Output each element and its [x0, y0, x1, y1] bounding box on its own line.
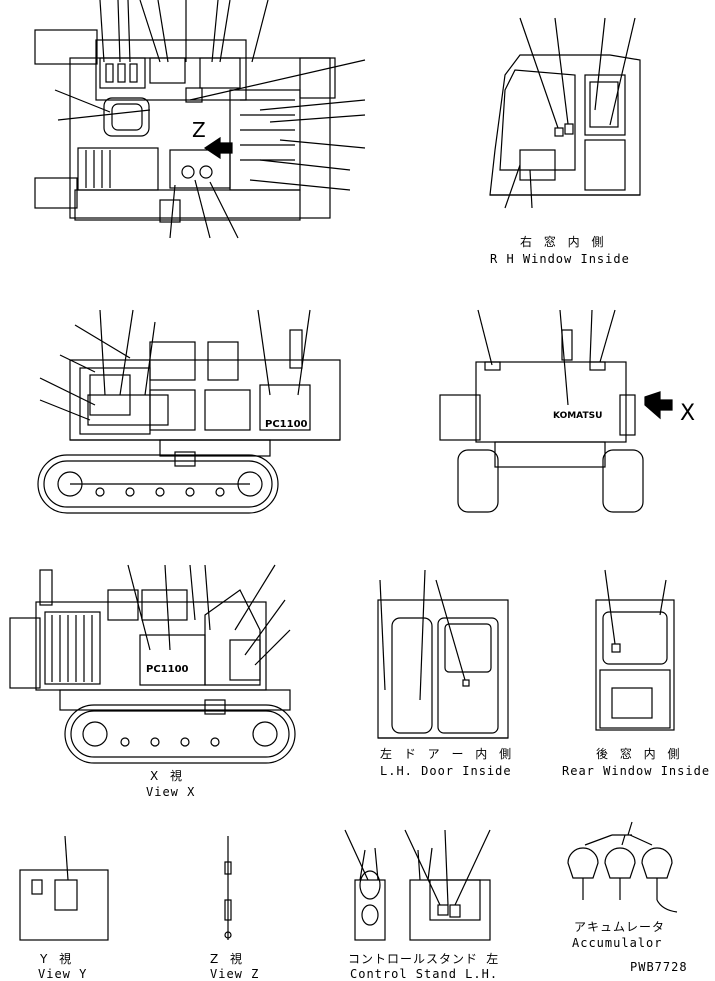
- accumulator-label-en: Accumulalor: [572, 936, 663, 950]
- rear-window-cab: [595, 569, 675, 731]
- rear-view-machine: KOMATSU: [439, 309, 673, 513]
- view-z-label-en: View Z: [210, 967, 260, 981]
- side-model-plate: PC1100: [265, 419, 308, 430]
- view-z-label-jp: Z 視: [210, 952, 247, 966]
- control-stand-lh: [344, 829, 491, 941]
- rear-brand-plate: KOMATSU: [553, 411, 602, 421]
- rh-window-label-jp: 右 窓 内 側: [520, 235, 608, 249]
- lh-door-label-jp: 左 ド ア ー 内 側: [380, 747, 516, 761]
- top-view-machine: [34, 0, 366, 239]
- x-view-marker: X: [680, 401, 695, 426]
- z-mark-label: Z: [192, 118, 207, 142]
- view-y-panel: [19, 835, 109, 941]
- view-x-machine: PC1100: [9, 564, 296, 764]
- control-stand-label-jp: コントロールスタンド 左: [348, 952, 500, 966]
- view-y-label-jp: Y 視: [40, 952, 76, 966]
- view-x-label-en: View X: [146, 785, 196, 799]
- side-view-machine: PC1100: [37, 309, 341, 514]
- view-z-rod: [224, 836, 232, 940]
- drawing-number: PWB7728: [630, 960, 688, 974]
- accumulator-group: [567, 821, 678, 913]
- viewx-model-plate: PC1100: [146, 664, 189, 675]
- rear-window-label-jp: 後 窓 内 側: [596, 747, 684, 761]
- control-stand-label-en: Control Stand L.H.: [350, 967, 499, 981]
- accumulator-label-jp: アキュムレータ: [574, 920, 666, 934]
- lh-door-cab: [377, 569, 509, 739]
- rh-window-label-en: R H Window Inside: [490, 252, 630, 266]
- view-y-label-en: View Y: [38, 967, 88, 981]
- lh-door-label-en: L.H. Door Inside: [380, 764, 512, 778]
- view-x-label-jp: X 視: [150, 769, 187, 783]
- rear-window-label-en: Rear Window Inside: [562, 764, 711, 778]
- rh-window-cab: [489, 17, 641, 209]
